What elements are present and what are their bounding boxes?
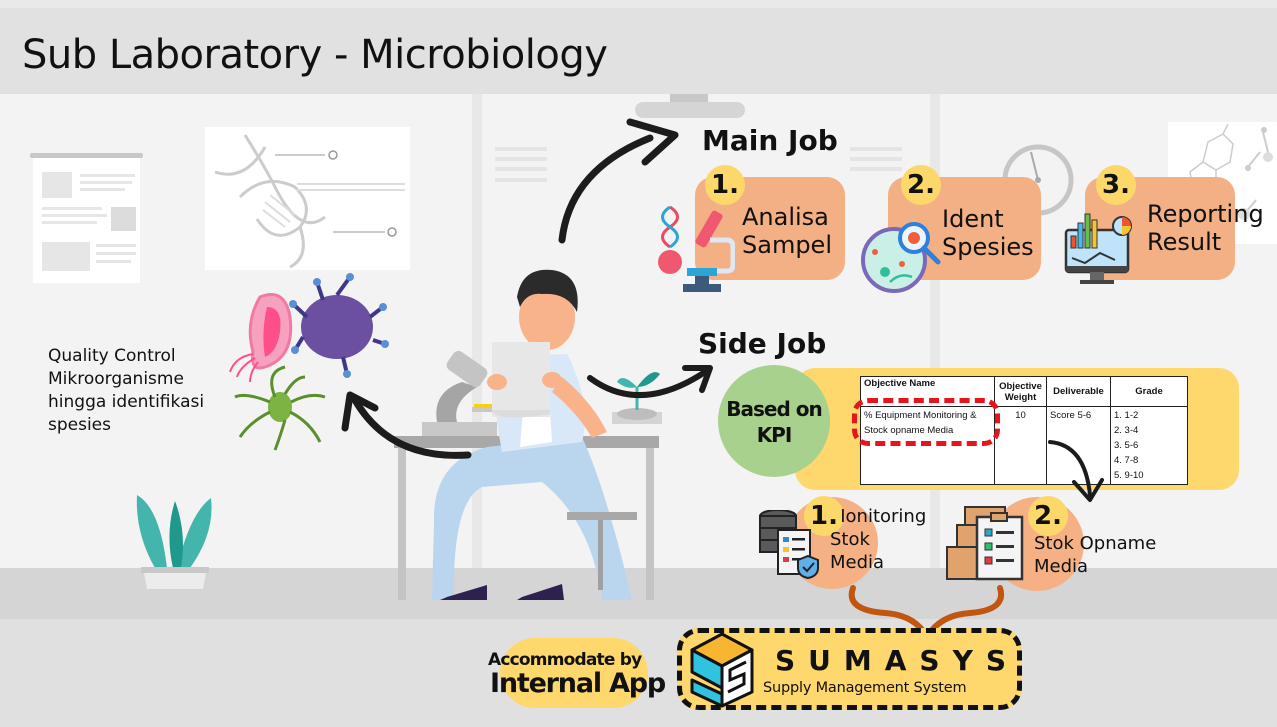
- kpi-label-line: KPI: [756, 423, 793, 447]
- potted-plant-icon: [136, 495, 212, 589]
- petri-dish-magnifier-icon: [861, 222, 941, 293]
- arrow-to-microorganisms: [351, 396, 472, 459]
- label-line: Media: [830, 552, 885, 573]
- microscope-icon: [658, 205, 735, 292]
- internal-app-label: Internal App: [490, 668, 666, 699]
- label-line: Media: [1034, 556, 1089, 577]
- label-line: Stok Opname: [1034, 533, 1157, 554]
- scientist-figure: [432, 269, 637, 600]
- dna-poster-icon: [205, 127, 410, 270]
- virus-purple-icon: [289, 273, 389, 378]
- bacteria-green-icon: [234, 365, 326, 451]
- scientist-at-desk-illustration: [394, 269, 662, 600]
- grade-item: 2. 3-4: [1114, 425, 1139, 436]
- number-badge: 3.: [1096, 165, 1136, 205]
- number-badge: 2.: [1028, 496, 1068, 536]
- main-job-card-label: Analisa Sampel: [742, 203, 832, 259]
- accommodate-label: Accommodate by: [488, 650, 642, 670]
- label-line: Ident: [942, 205, 1004, 233]
- bacteria-pink-icon: [229, 293, 293, 383]
- poster-document-icon: [30, 153, 143, 283]
- accommodate-highlight: [500, 638, 648, 708]
- page-title: Sub Laboratory - Microbiology: [22, 32, 608, 78]
- kpi-header-grade: Grade: [1110, 376, 1188, 407]
- qc-description: Quality Control Mikroorganisme hingga id…: [48, 345, 204, 437]
- label-line: Spesies: [942, 233, 1034, 261]
- kpi-circle: [718, 365, 830, 477]
- qc-line: hingga identifikasi: [48, 392, 205, 412]
- database-checklist-icon: [759, 510, 819, 580]
- number-badge: 2.: [901, 165, 941, 205]
- label-line: Sampel: [742, 231, 832, 259]
- ceiling-lamp-and-shelves: [495, 94, 902, 182]
- side-job-label-2: Stok Opname Media: [1034, 532, 1156, 578]
- kpi-label-line: Based on: [726, 397, 822, 421]
- highlight-dashed-outline: [852, 398, 1000, 446]
- side-job-heading: Side Job: [698, 327, 827, 360]
- kpi-cell-deliverable: Score 5-6: [1046, 406, 1111, 485]
- arrowhead: [626, 118, 679, 166]
- main-job-card-label: Ident Spesies: [942, 205, 1034, 261]
- microorganisms-illustration: [229, 273, 389, 451]
- qc-line: spesies: [48, 415, 112, 435]
- sumasys-app-subtitle: Supply Management System: [763, 680, 967, 696]
- arrowhead: [341, 391, 379, 432]
- label-line: Reporting: [1147, 200, 1264, 228]
- kpi-label: Based on KPI: [712, 396, 836, 448]
- label-line: Monitoring: [830, 506, 927, 527]
- grade-item: 5. 9-10: [1114, 470, 1144, 481]
- arrow-to-side-job: [587, 369, 708, 398]
- main-job-heading: Main Job: [702, 124, 838, 157]
- grade-item: 4. 7-8: [1114, 455, 1139, 466]
- arrow-to-stok-opname: [1048, 440, 1104, 502]
- wall-pillar: [472, 94, 482, 569]
- kpi-header-deliverable: Deliverable: [1046, 376, 1111, 407]
- grade-item: 3. 5-6: [1114, 440, 1139, 451]
- arrowhead: [682, 365, 713, 393]
- header-bar: Sub Laboratory - Microbiology: [0, 0, 1277, 93]
- wall-pillar: [930, 94, 940, 569]
- number-badge: 1.: [705, 165, 745, 205]
- sumasys-cube-logo: [690, 632, 754, 708]
- sprout-icon: [612, 372, 662, 424]
- qc-line: Quality Control: [48, 346, 176, 366]
- flow-arrows: [341, 118, 713, 459]
- label-line: Stok: [830, 529, 870, 550]
- kpi-cell-grade: 1. 1-2 2. 3-4 3. 5-6 4. 7-8 5. 9-10: [1110, 406, 1188, 485]
- sumasys-app-name: SUMASYS: [775, 644, 1020, 677]
- qc-line: Mikroorganisme: [48, 369, 184, 389]
- side-job-label-1: Monitoring Stok Media: [830, 505, 926, 574]
- main-job-card-label: Reporting Result: [1147, 200, 1264, 256]
- grade-item: 1. 1-2: [1114, 410, 1139, 421]
- label-line: Analisa: [742, 203, 829, 231]
- kpi-header-objective-weight: Objective Weight: [994, 376, 1047, 407]
- arrow-to-main-job: [558, 134, 654, 244]
- report-monitor-icon: [1064, 213, 1132, 284]
- microscope-desk-icon: [422, 350, 497, 436]
- label-line: Result: [1147, 228, 1222, 256]
- boxes-clipboard-icon: [946, 506, 1024, 581]
- kpi-cell-objective-weight: 10: [994, 406, 1047, 485]
